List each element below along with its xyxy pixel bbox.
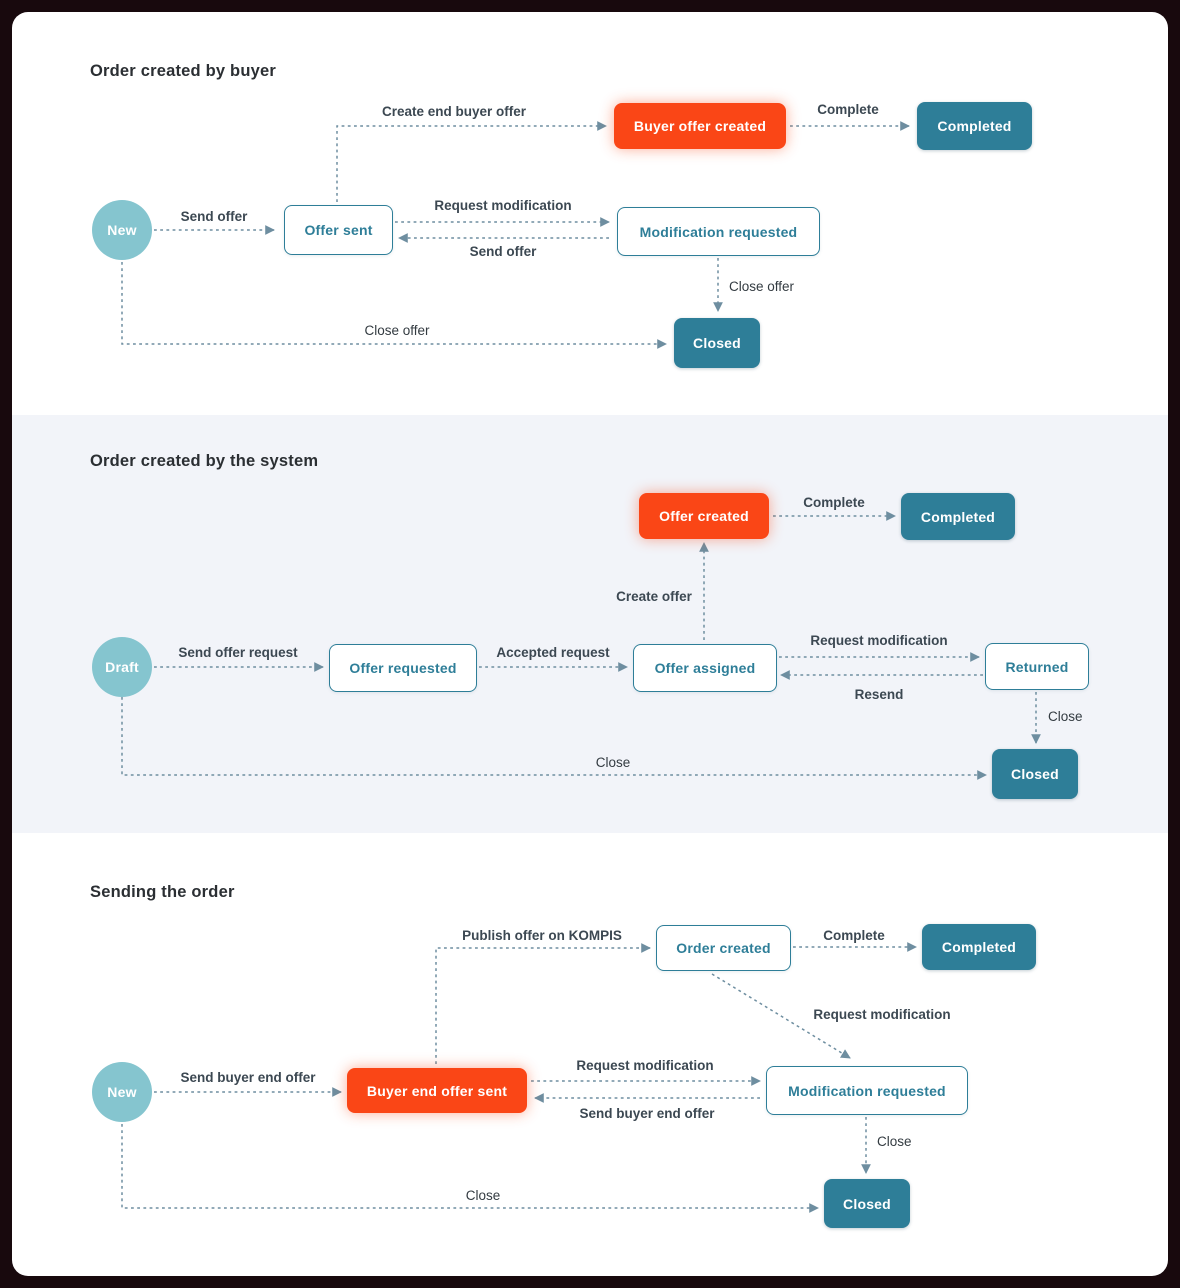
s1-node-offer-sent: Offer sent (284, 205, 393, 255)
s1-arrow-offer-sent-to-buyer-offer-created (336, 121, 607, 202)
s1-label-close-offer-bottom: Close offer (364, 323, 430, 338)
s3-node-order-created: Order created (656, 925, 791, 971)
s2-node-returned: Returned (985, 643, 1089, 690)
s3-node-buyer-end-offer-sent: Buyer end offer sent (347, 1068, 527, 1113)
s3-node-modification-requested: Modification requested (766, 1066, 968, 1115)
s2-label-close-vertical: Close (1048, 709, 1083, 724)
s1-label-complete: Complete (817, 102, 879, 117)
s3-label-close-vertical: Close (877, 1134, 912, 1149)
s2-label-resend: Resend (854, 687, 904, 702)
s3-label-request-modification-diagonal: Request modification (813, 1007, 951, 1022)
s3-label-close-bottom: Close (465, 1188, 501, 1203)
s3-node-completed: Completed (922, 924, 1036, 970)
s2-node-offer-assigned: Offer assigned (633, 644, 777, 692)
s3-label-complete: Complete (823, 928, 885, 943)
section-title-order-created-by-the-system: Order created by the system (90, 452, 319, 470)
s2-label-request-modification: Request modification (810, 633, 948, 648)
s1-label-send-offer: Send offer (180, 209, 248, 224)
s3-arrow-buyer-end-offer-sent-to-order-created (435, 943, 651, 1064)
s3-node-new: New (92, 1062, 152, 1122)
diagram-canvas: Order created by buyer New Offer sent Bu… (12, 12, 1168, 1276)
s2-node-completed: Completed (901, 493, 1015, 540)
s2-node-draft: Draft (92, 637, 152, 697)
s3-node-closed: Closed (824, 1179, 910, 1228)
s2-label-close-bottom: Close (595, 755, 631, 770)
s1-node-closed: Closed (674, 318, 760, 368)
s1-label-close-offer-vertical: Close offer (729, 279, 795, 294)
section-title-sending-the-order: Sending the order (90, 883, 235, 901)
s3-label-send-buyer-end-offer-back: Send buyer end offer (579, 1106, 715, 1121)
s2-label-create-offer: Create offer (616, 589, 692, 604)
s2-node-offer-created: Offer created (639, 493, 769, 539)
s1-node-new: New (92, 200, 152, 260)
s3-label-request-modification: Request modification (576, 1058, 714, 1073)
s2-label-send-offer-request: Send offer request (178, 645, 298, 660)
s2-label-complete: Complete (803, 495, 865, 510)
s1-node-modification-requested: Modification requested (617, 207, 820, 256)
s1-label-send-offer-back: Send offer (469, 244, 537, 259)
s1-label-request-modification: Request modification (434, 198, 572, 213)
s1-node-completed: Completed (917, 102, 1032, 150)
section-title-order-created-by-buyer: Order created by buyer (90, 62, 276, 80)
s2-node-closed: Closed (992, 749, 1078, 799)
s1-label-create-end-buyer-offer: Create end buyer offer (381, 104, 527, 119)
s2-label-accepted-request: Accepted request (496, 645, 610, 660)
s3-label-publish-offer-on-kompis: Publish offer on KOMPIS (462, 928, 622, 943)
s1-node-buyer-offer-created: Buyer offer created (614, 103, 786, 149)
s2-node-offer-requested: Offer requested (329, 644, 477, 692)
s3-label-send-buyer-end-offer: Send buyer end offer (180, 1070, 316, 1085)
